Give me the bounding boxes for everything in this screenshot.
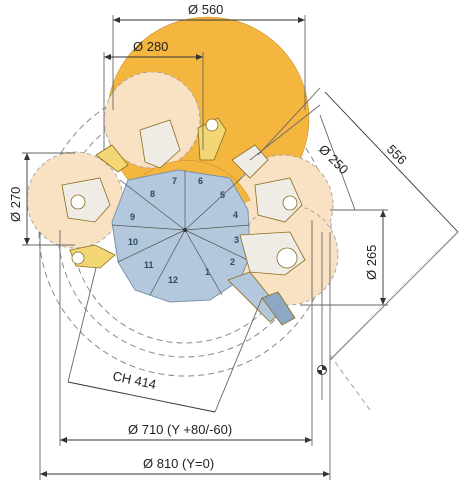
tool-bore-left [70, 194, 86, 210]
tool-bore-right [282, 195, 298, 211]
station-label-2: 2 [230, 257, 235, 267]
label-d560: Ø 560 [188, 2, 223, 17]
tool-bore-lower-left [71, 251, 85, 265]
station-label-5: 5 [220, 190, 225, 200]
target-marker-icon [317, 365, 327, 375]
tool-holder-right [254, 177, 303, 223]
label-d280: Ø 280 [133, 39, 168, 54]
dim-line-556 [324, 91, 459, 233]
label-d556: 556 [384, 142, 410, 168]
tool-holder-upper-left [95, 144, 129, 173]
tool-holders [61, 117, 306, 326]
label-d710: Ø 710 (Y +80/-60) [128, 422, 232, 437]
dim-line-ch414 [67, 381, 216, 413]
station-label-1: 1 [205, 267, 210, 277]
tool-bore-right-lower [276, 247, 298, 269]
station-label-11: 11 [144, 260, 154, 270]
tool-bore-top-right [205, 118, 219, 132]
station-label-3: 3 [234, 235, 239, 245]
station-label-12: 12 [168, 275, 178, 285]
station-label-10: 10 [128, 237, 138, 247]
arrowheads [24, 17, 386, 477]
station-labels: 1 2 3 4 5 6 7 8 9 10 11 12 [128, 176, 239, 285]
tool-holder-blue-tip [261, 291, 296, 326]
station-label-6: 6 [198, 176, 203, 186]
label-d810: Ø 810 (Y=0) [143, 456, 214, 471]
tool-holder-top [139, 119, 181, 169]
label-d250: Ø 250 [316, 142, 352, 178]
label-d270: Ø 270 [8, 187, 23, 222]
dimension-lines [22, 15, 459, 480]
tool-holder-left [61, 177, 111, 223]
station-label-4: 4 [233, 210, 238, 220]
radial-lines [111, 169, 253, 296]
station-label-9: 9 [130, 212, 135, 222]
station-label-7: 7 [172, 176, 177, 186]
station-label-8: 8 [150, 189, 155, 199]
turret-body [111, 169, 251, 303]
center-point [183, 228, 187, 232]
label-d265: Ø 265 [364, 245, 379, 280]
